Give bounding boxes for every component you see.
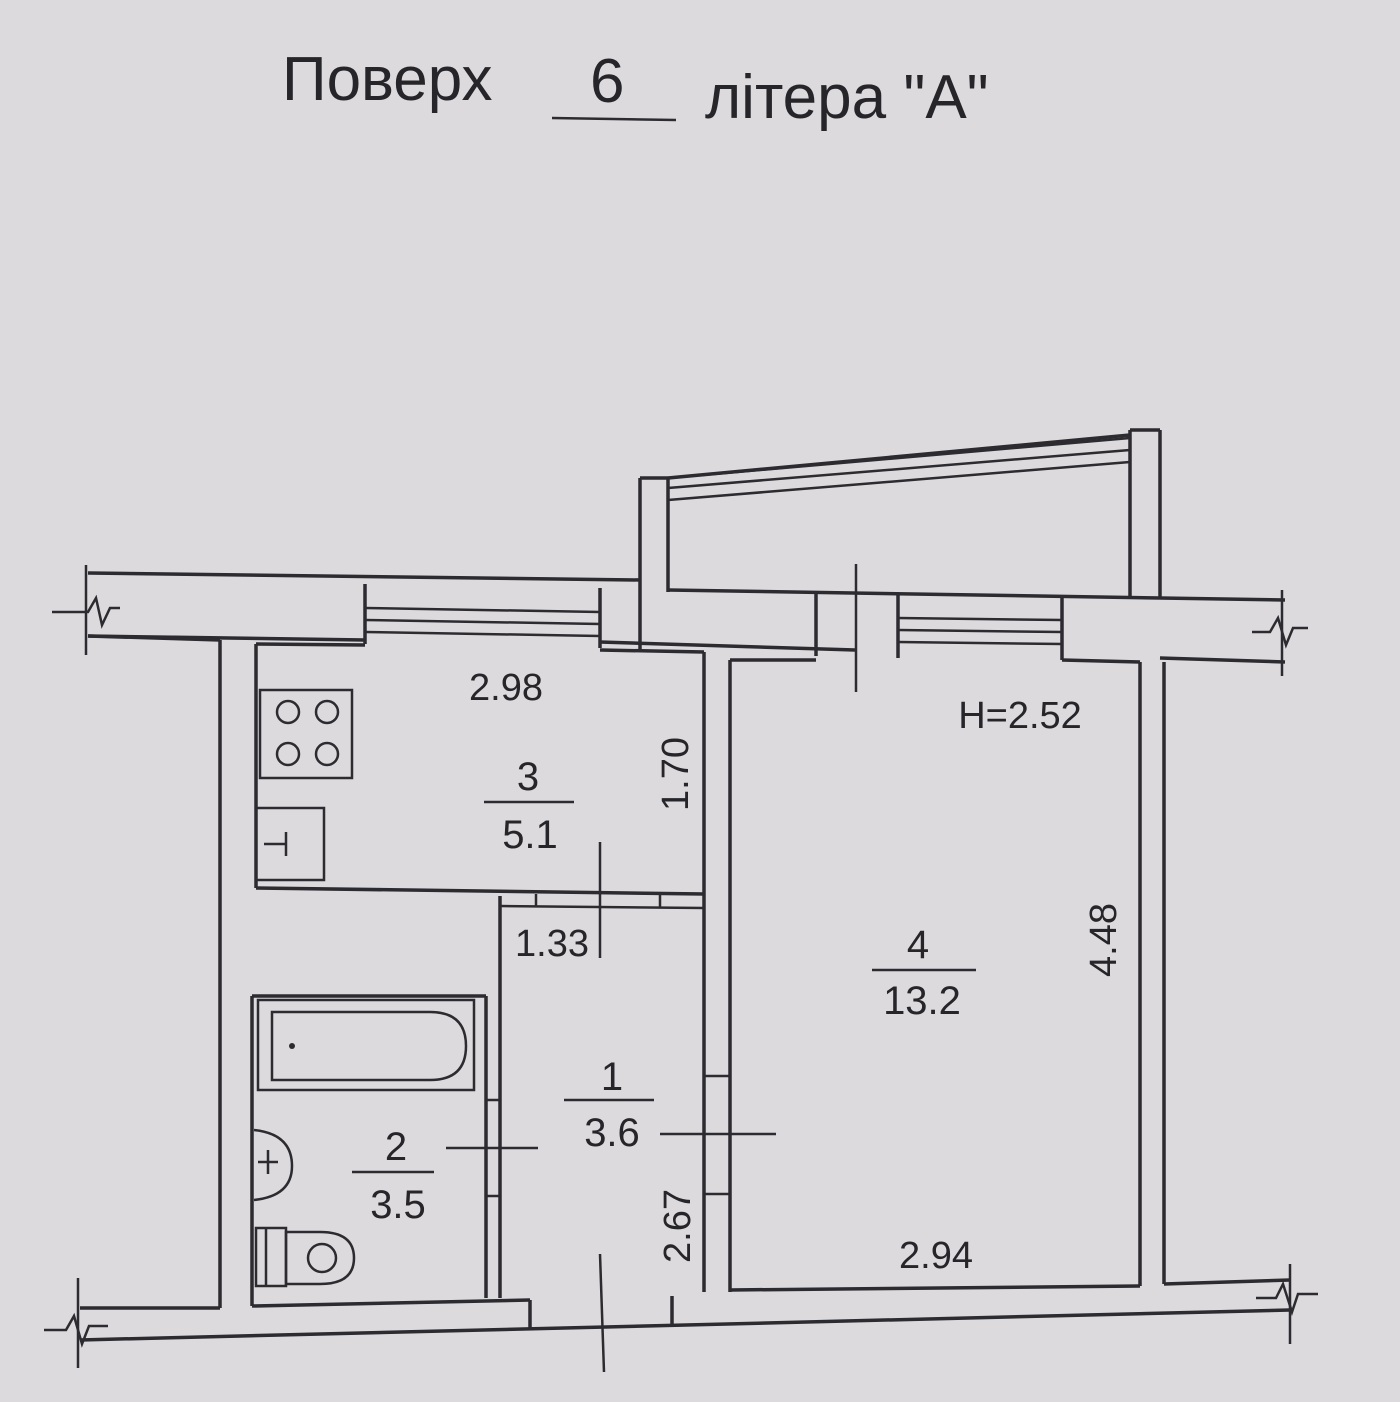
dim-corridor-width: 1.33 — [515, 923, 589, 965]
top-wall — [87, 571, 1286, 664]
washbasin-icon — [253, 1128, 294, 1202]
dim-corridor-depth: 2.67 — [657, 1189, 699, 1263]
floor-label: Поверх — [282, 45, 493, 114]
room-number-2: 2 — [385, 1125, 407, 1169]
room-area-1: 3.6 — [584, 1111, 640, 1155]
sink-icon — [254, 806, 326, 882]
dim-kitchen-width: 2.98 — [469, 667, 543, 709]
break-symbol-top-right — [1252, 590, 1308, 676]
floor-number: 6 — [590, 47, 624, 116]
room-number-4: 4 — [907, 923, 929, 967]
living-room — [704, 658, 1291, 1292]
room-area-2: 3.5 — [370, 1183, 426, 1227]
dim-kitchen-depth: 1.70 — [655, 737, 697, 811]
toilet-icon — [254, 1226, 356, 1288]
room-label-2: 2 3.5 — [352, 1125, 434, 1227]
break-symbol-bottom-left — [44, 1278, 108, 1368]
ceiling-height: H=2.52 — [958, 695, 1082, 737]
room-label-4: 4 13.2 — [872, 923, 976, 1023]
room-number-3: 3 — [517, 755, 539, 799]
room-area-3: 5.1 — [502, 813, 558, 857]
break-symbol-bottom-right — [1256, 1264, 1318, 1344]
room-number-1: 1 — [601, 1055, 623, 1099]
room-label-1: 1 3.6 — [564, 1055, 654, 1155]
room-label-3: 3 5.1 — [484, 755, 574, 857]
bathtub-icon — [256, 998, 476, 1092]
kitchen-window — [363, 584, 602, 648]
stove-icon — [258, 688, 354, 780]
balcony — [638, 428, 1162, 650]
break-symbol-top-left — [52, 565, 120, 655]
dim-living-depth: 4.48 — [1083, 903, 1125, 977]
letter-label: літера "А" — [705, 63, 989, 132]
dim-living-width: 2.94 — [899, 1235, 973, 1277]
floor-number-underline — [551, 116, 677, 122]
corridor-room — [446, 842, 776, 1373]
left-wall — [79, 634, 1291, 1342]
living-window — [814, 564, 1064, 692]
room-area-4: 13.2 — [883, 979, 961, 1023]
kitchen-room — [254, 642, 706, 1298]
